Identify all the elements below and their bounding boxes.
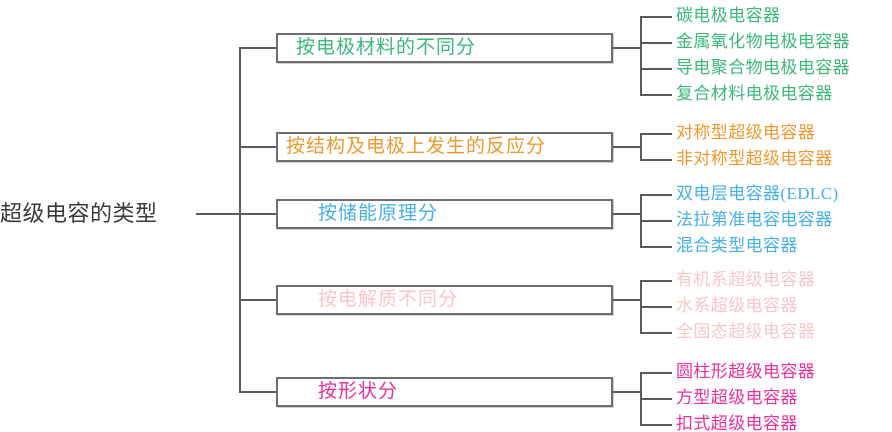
leaf-stub-2-1 — [640, 133, 672, 135]
leaf-stub-2-2 — [640, 159, 672, 161]
leaf-stub-5-3 — [640, 424, 672, 426]
category-label-5: 按形状分 — [318, 381, 399, 402]
leaf-stub-5-2 — [640, 398, 672, 400]
leaf-bracket-1 — [640, 16, 642, 95]
branch-connector-2 — [239, 146, 277, 148]
leaf-label: 混合类型电容器 — [676, 236, 798, 255]
leaf-label: 有机系超级电容器 — [676, 270, 816, 289]
leaf-stub-3-2 — [640, 220, 672, 222]
root-node-label: 超级电容的类型 — [0, 201, 158, 226]
category-box-2[interactable]: 按结构及电极上发生的反应分 — [276, 132, 613, 162]
leaf-label: 法拉第准电容电容器 — [676, 210, 833, 229]
leaf-stub-3-3 — [640, 246, 672, 248]
leaf-bracket-2 — [640, 133, 642, 160]
leaf-label: 对称型超级电容器 — [676, 123, 816, 142]
category-label-2: 按结构及电极上发生的反应分 — [286, 136, 547, 157]
leaf-label: 方型超级电容器 — [676, 388, 798, 407]
leaf-label: 非对称型超级电容器 — [676, 149, 833, 168]
category-label-3: 按储能原理分 — [318, 203, 439, 224]
trunk-line — [239, 48, 241, 393]
leaf-stub-5-1 — [640, 372, 672, 374]
root-connector-line — [196, 213, 240, 215]
branch-right-stub-4 — [613, 299, 641, 301]
leaf-stub-1-1 — [640, 16, 672, 18]
branch-right-stub-3 — [613, 213, 641, 215]
branch-connector-4 — [239, 299, 277, 301]
branch-connector-3 — [239, 213, 277, 215]
branch-connector-5 — [239, 391, 277, 393]
leaf-label: 水系超级电容器 — [676, 296, 798, 315]
leaf-label: 金属氧化物电极电容器 — [676, 32, 850, 51]
leaf-stub-1-3 — [640, 68, 672, 70]
leaf-stub-1-2 — [640, 42, 672, 44]
category-box-3[interactable]: 按储能原理分 — [276, 199, 613, 229]
leaf-label: 全固态超级电容器 — [676, 322, 816, 341]
leaf-stub-4-1 — [640, 280, 672, 282]
leaf-label: 双电层电容器(EDLC) — [676, 184, 839, 203]
leaf-label: 导电聚合物电极电容器 — [676, 58, 850, 77]
leaf-stub-4-3 — [640, 332, 672, 334]
leaf-label: 扣式超级电容器 — [676, 414, 798, 432]
category-box-1[interactable]: 按电极材料的不同分 — [276, 33, 613, 63]
leaf-label: 圆柱形超级电容器 — [676, 362, 816, 381]
branch-right-stub-2 — [613, 146, 641, 148]
leaf-stub-3-1 — [640, 194, 672, 196]
category-label-1: 按电极材料的不同分 — [296, 37, 477, 58]
leaf-stub-4-2 — [640, 306, 672, 308]
leaf-stub-1-4 — [640, 94, 672, 96]
category-box-5[interactable]: 按形状分 — [276, 377, 613, 407]
category-box-4[interactable]: 按电解质不同分 — [276, 285, 613, 315]
leaf-label: 碳电极电容器 — [676, 6, 781, 25]
branch-connector-1 — [239, 47, 277, 49]
branch-right-stub-1 — [613, 47, 641, 49]
category-label-4: 按电解质不同分 — [318, 289, 459, 310]
branch-right-stub-5 — [613, 391, 641, 393]
leaf-label: 复合材料电极电容器 — [676, 84, 833, 103]
